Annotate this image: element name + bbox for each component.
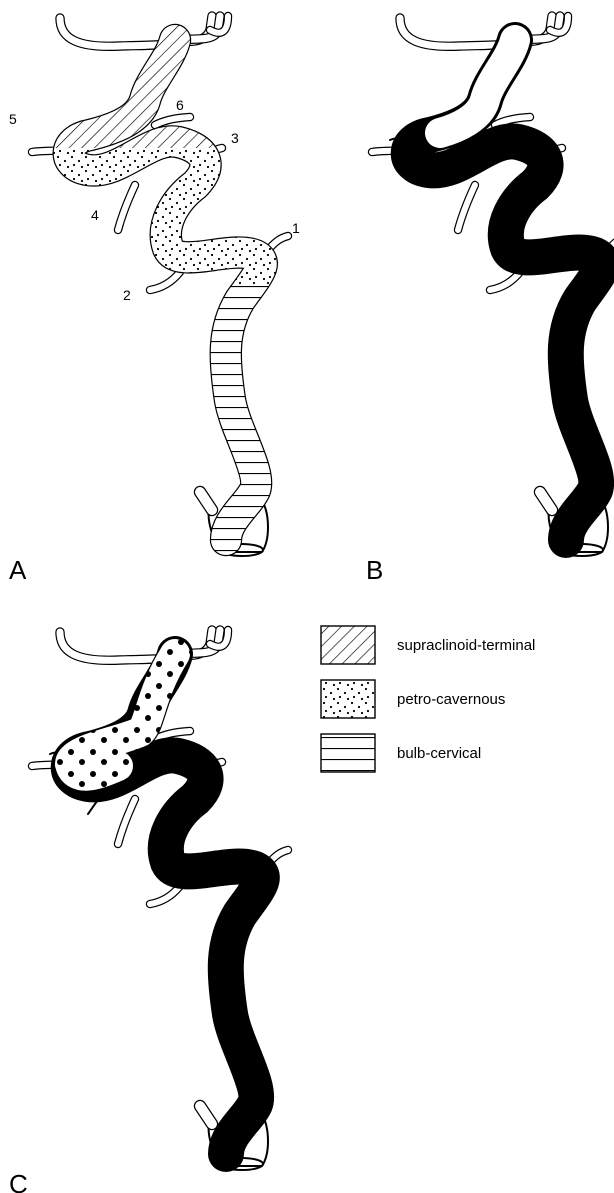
trunk-segmented [69, 40, 262, 540]
trunk-occluded [409, 40, 602, 540]
branch-4-lumen [118, 799, 135, 844]
trunk-filled [409, 40, 602, 540]
branch-4-lumen [458, 185, 475, 230]
external-carotid-stump [200, 1106, 212, 1124]
legend-item-supraclinoid-terminal: supraclinoid-terminal [321, 626, 535, 664]
branch-2 [150, 272, 180, 290]
branch-4-lumen [118, 185, 135, 230]
segment-bulb-cervical [69, 40, 262, 540]
legend-item-bulb-cervical: bulb-cervical [321, 734, 481, 772]
branch-number-3: 3 [231, 130, 239, 146]
legend-label-bulb-cervical: bulb-cervical [397, 745, 481, 762]
branch-2 [490, 272, 520, 290]
panel-b-diagram [372, 16, 614, 556]
external-carotid-stump-lumen [200, 1106, 212, 1124]
panel-label-a: A [9, 555, 27, 585]
panel-c-diagram [32, 630, 288, 1170]
branch-4 [118, 185, 135, 230]
branch-number-1: 1 [292, 220, 300, 236]
panel-label-c: C [9, 1169, 28, 1193]
branch-4 [458, 185, 475, 230]
legend-item-petro-cavernous: petro-cavernous [321, 680, 505, 718]
legend-swatch-diagonal [321, 626, 375, 664]
external-carotid-stump-lumen [540, 492, 552, 510]
branch-2 [150, 886, 180, 904]
legend: supraclinoid-terminal petro-cavernous bu… [321, 626, 535, 772]
panel-label-b: B [366, 555, 383, 585]
panel-c-shift [32, 630, 288, 1170]
legend-label-petro-cavernous: petro-cavernous [397, 691, 505, 708]
external-carotid-stump-lumen [200, 492, 212, 510]
branch-4 [118, 799, 135, 844]
external-carotid-stump [200, 492, 212, 510]
branch-number-4: 4 [91, 207, 99, 223]
branch-number-5: 5 [9, 111, 17, 127]
legend-swatch-horizontal [321, 734, 375, 772]
branch-6 [155, 117, 190, 125]
external-carotid-stump [540, 492, 552, 510]
panel-b-shift [372, 16, 614, 556]
trunk-partial [69, 654, 262, 1154]
branch-number-6: 6 [176, 97, 184, 113]
branch-number-2: 2 [123, 287, 131, 303]
legend-swatch-stipple [321, 680, 375, 718]
panel-a-diagram [32, 16, 288, 556]
legend-label-supraclinoid-terminal: supraclinoid-terminal [397, 637, 535, 654]
